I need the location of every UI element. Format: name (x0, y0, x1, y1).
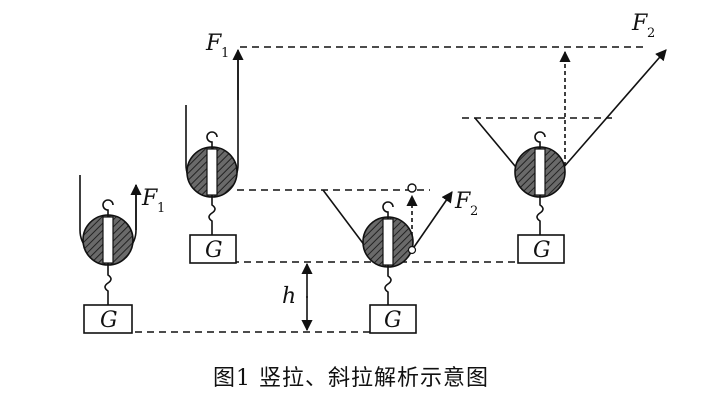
pulley-3-rope-contact (407, 245, 417, 255)
vertical-component-mid-tip (407, 183, 417, 193)
force-arrow-f2-mid (411, 191, 453, 251)
weight-box-3 (369, 304, 417, 334)
force-label-f1-left: F (141, 186, 158, 211)
weight-label-4: G (533, 238, 551, 263)
weight-box-1 (83, 304, 133, 334)
pulley-1-axle (102, 216, 114, 264)
pulley-2-hook-top (206, 131, 218, 149)
pulley-1-hook-top (102, 199, 114, 217)
pulley-4-axle (534, 148, 546, 196)
pulley-2: G F 1 (185, 31, 244, 264)
force-label-f1-mid: F (205, 31, 222, 56)
weight-label-3: G (384, 308, 402, 333)
pulley-1: G F 1 (79, 175, 165, 334)
pulley-3: G F 2 (322, 183, 478, 334)
reference-lines (135, 46, 645, 333)
force-label-f1-mid-sub: 1 (221, 46, 229, 61)
pulley-4: G F 2 (474, 11, 667, 264)
force-label-f2-mid-sub: 2 (470, 204, 478, 219)
pulley-3-hook-top (382, 201, 394, 219)
height-marker: h (282, 262, 313, 332)
weight-label-2: G (205, 238, 223, 263)
weight-box-2 (189, 234, 237, 264)
pulley-3-hook-bottom (384, 265, 392, 305)
pulley-2-axle (206, 148, 218, 196)
pulley-4-hook-top (534, 131, 546, 149)
weight-box-4 (517, 234, 565, 264)
figure-caption: 图1 竖拉、斜拉解析示意图 (213, 366, 489, 391)
force-label-f2-right: F (631, 11, 648, 36)
force-label-f1-left-sub: 1 (157, 201, 165, 216)
pulley-4-rope-left (474, 117, 521, 173)
pulley-3-rope-left (322, 189, 369, 251)
pulley-2-hook-bottom (208, 195, 216, 235)
force-arrow-f2-right (562, 49, 667, 169)
pulley-4-hook-bottom (536, 195, 544, 235)
pulley-3-axle (382, 218, 394, 266)
pulley-1-hook-bottom (104, 263, 112, 305)
force-label-f2-mid: F (454, 189, 471, 214)
weight-label-1: G (100, 308, 118, 333)
force-label-f2-right-sub: 2 (647, 26, 655, 41)
height-label: h (282, 284, 296, 309)
